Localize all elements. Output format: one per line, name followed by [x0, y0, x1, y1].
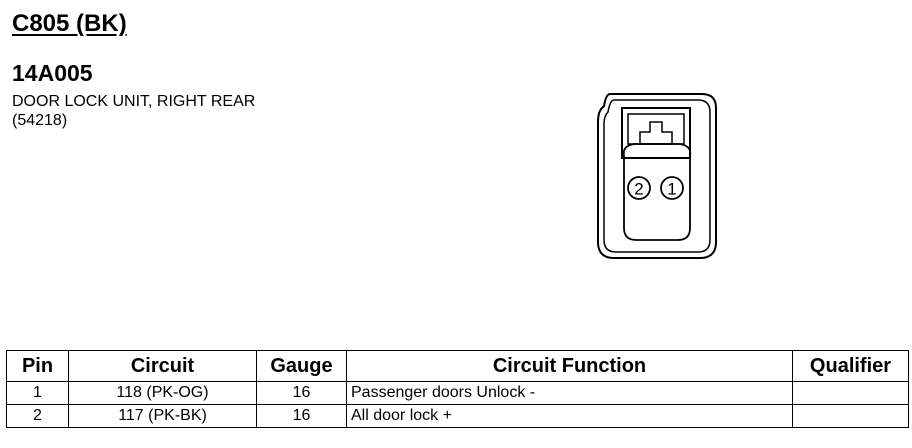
cell-gauge: 16: [256, 404, 347, 428]
pin-cavity: [622, 143, 692, 241]
pinout-table: Pin Circuit Gauge Circuit Function Quali…: [6, 350, 909, 428]
header-pin: Pin: [6, 350, 69, 382]
table-row: 1 118 (PK-OG) 16 Passenger doors Unlock …: [6, 381, 909, 405]
pin-2-label: 2: [634, 180, 643, 199]
pin-1-label: 1: [667, 180, 676, 199]
cell-function: Passenger doors Unlock -: [346, 381, 793, 405]
pin-1-circle: [660, 176, 684, 200]
cell-circuit: 117 (PK-BK): [68, 404, 257, 428]
header-circuit: Circuit: [68, 350, 257, 382]
description-line: (54218): [12, 112, 68, 129]
table-header-row: Pin Circuit Gauge Circuit Function Quali…: [6, 350, 909, 382]
header-circuit-function: Circuit Function: [346, 350, 793, 382]
description-line: DOOR LOCK UNIT, RIGHT REAR: [12, 93, 256, 110]
connector-title: C805 (BK): [12, 10, 127, 37]
cell-circuit: 118 (PK-OG): [68, 381, 257, 405]
latch-tab: [639, 121, 673, 145]
pin-2-circle: [627, 176, 651, 200]
cell-pin: 2: [6, 404, 69, 428]
part-number: 14A005: [12, 60, 93, 86]
header-gauge: Gauge: [256, 350, 347, 382]
component-description: DOOR LOCK UNIT, RIGHT REAR (54218): [12, 92, 255, 130]
connector-face-diagram: 2 1: [592, 92, 722, 262]
connector-face-svg: 2 1: [597, 93, 717, 259]
cell-qualifier: [792, 404, 909, 428]
table-row: 2 117 (PK-BK) 16 All door lock +: [6, 404, 909, 428]
header-qualifier: Qualifier: [792, 350, 909, 382]
cell-pin: 1: [6, 381, 69, 405]
latch-frame: [621, 107, 691, 159]
cell-qualifier: [792, 381, 909, 405]
connector-housing-outer: [597, 93, 717, 259]
cell-function: All door lock +: [346, 404, 793, 428]
latch-inner: [627, 113, 685, 145]
connector-housing-inner: [603, 99, 711, 253]
cell-gauge: 16: [256, 381, 347, 405]
